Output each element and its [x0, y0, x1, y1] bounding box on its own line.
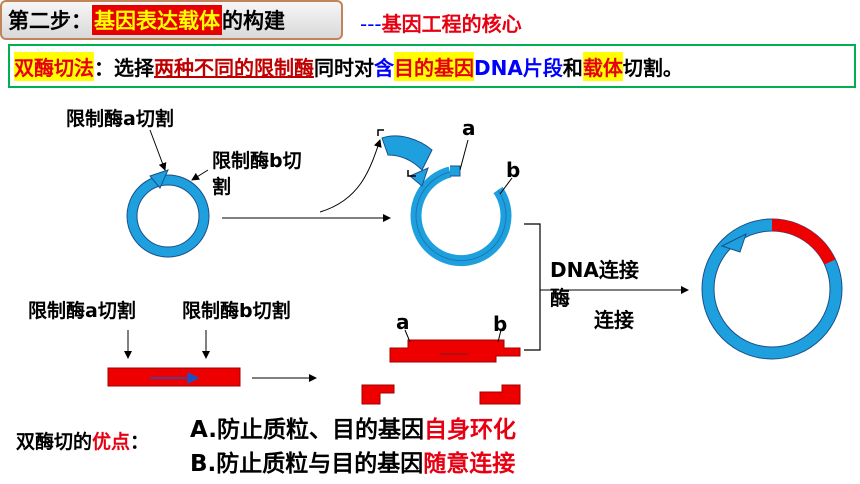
section-title: 第二步： 基因表达载体 的构建: [0, 0, 343, 40]
plasmid-cut: [377, 129, 512, 267]
label-b-pointer-mid: [497, 329, 502, 343]
target-dna-fragment: [107, 367, 241, 387]
label-enzyme-b-cut-1: 限制酶b切: [212, 150, 302, 172]
advantage-b: B.防止质粒与目的基因随意连接: [190, 444, 515, 478]
advantage-b-highlight: 随意连接: [423, 451, 516, 477]
advantage-a-highlight: 自身环化: [423, 417, 516, 443]
method-p3: 含: [374, 55, 394, 80]
method-vector: 载体: [582, 51, 623, 81]
cut-end-a: [450, 165, 461, 177]
method-dna-fragment: DNA片段: [474, 55, 563, 80]
target-gene-sticky-ends: [389, 339, 521, 363]
method-name: 双酶切法: [14, 51, 94, 81]
method-colon: ：选择: [94, 55, 154, 80]
label-a-pointer-top: [459, 139, 469, 171]
title-tag: ---基因工程的核心: [360, 8, 522, 37]
label-a-top: a: [462, 116, 476, 140]
method-target-gene: 目的基因: [394, 51, 474, 81]
method-two-enzymes: 两种不同的限制酶: [154, 55, 314, 80]
cut-plasmid-arrow: [409, 167, 429, 187]
enzyme-b-pointer: [191, 169, 209, 181]
advantage-a-text: A.防止质粒、目的基因: [190, 417, 424, 443]
advantage-b-text: B.防止质粒与目的基因: [190, 451, 424, 477]
title-step: 第二步：: [8, 9, 92, 33]
method-statement: 双酶切法 ：选择 两种不同的限制酶 同时对 含 目的基因 DNA片段 和 载体 …: [8, 44, 856, 88]
title-highlight: 基因表达载体: [92, 5, 222, 35]
plasmid-intact: [126, 169, 210, 258]
title-rest: 的构建: [222, 9, 285, 33]
removed-end-a: [361, 384, 395, 405]
label-a-pointer-mid: [404, 329, 411, 343]
method-p2: 同时对: [314, 55, 374, 80]
label-enzyme-b-cut-2: 割: [212, 176, 232, 198]
method-p8: 切割。: [622, 55, 683, 80]
advantages-prefix: 双酶切的: [16, 431, 93, 453]
recombinant-direction-arrow: [720, 233, 747, 253]
label-a-mid: a: [396, 310, 410, 334]
label-ligate: 连接: [594, 308, 634, 332]
label-enzyme-a-cut: 限制酶a切割: [66, 108, 174, 130]
fragment-removal-arrow: [319, 139, 382, 213]
label-dna-ligase-1: DNA连接: [550, 258, 639, 282]
title-tag-text: 基因工程的核心: [381, 12, 522, 36]
enzyme-a-pointer: [149, 129, 167, 171]
label-dna-ligase-2: 酶: [550, 286, 570, 310]
removed-end-b: [479, 384, 521, 405]
method-p6: 和: [562, 55, 583, 80]
label-enzyme-b-cut-dna: 限制酶b切割: [182, 300, 291, 322]
label-enzyme-a-cut-dna: 限制酶a切割: [28, 300, 136, 322]
advantage-a: A.防止质粒、目的基因自身环化: [190, 410, 516, 444]
recombinant-plasmid: [701, 218, 843, 360]
title-tag-dash: ---: [360, 12, 382, 36]
ligation-bracket: [524, 223, 541, 351]
plasmid-direction-arrow: [149, 169, 169, 189]
inserted-target-gene: [771, 219, 836, 265]
advantages-colon: ：: [130, 431, 150, 453]
label-b-top: b: [506, 158, 521, 182]
advantages-title: 双酶切的优点：: [16, 427, 149, 454]
label-b-pointer-top: [499, 177, 513, 195]
removed-plasmid-fragment: [381, 135, 433, 171]
label-b-mid: b: [493, 312, 508, 336]
advantages-highlight: 优点: [92, 431, 131, 453]
